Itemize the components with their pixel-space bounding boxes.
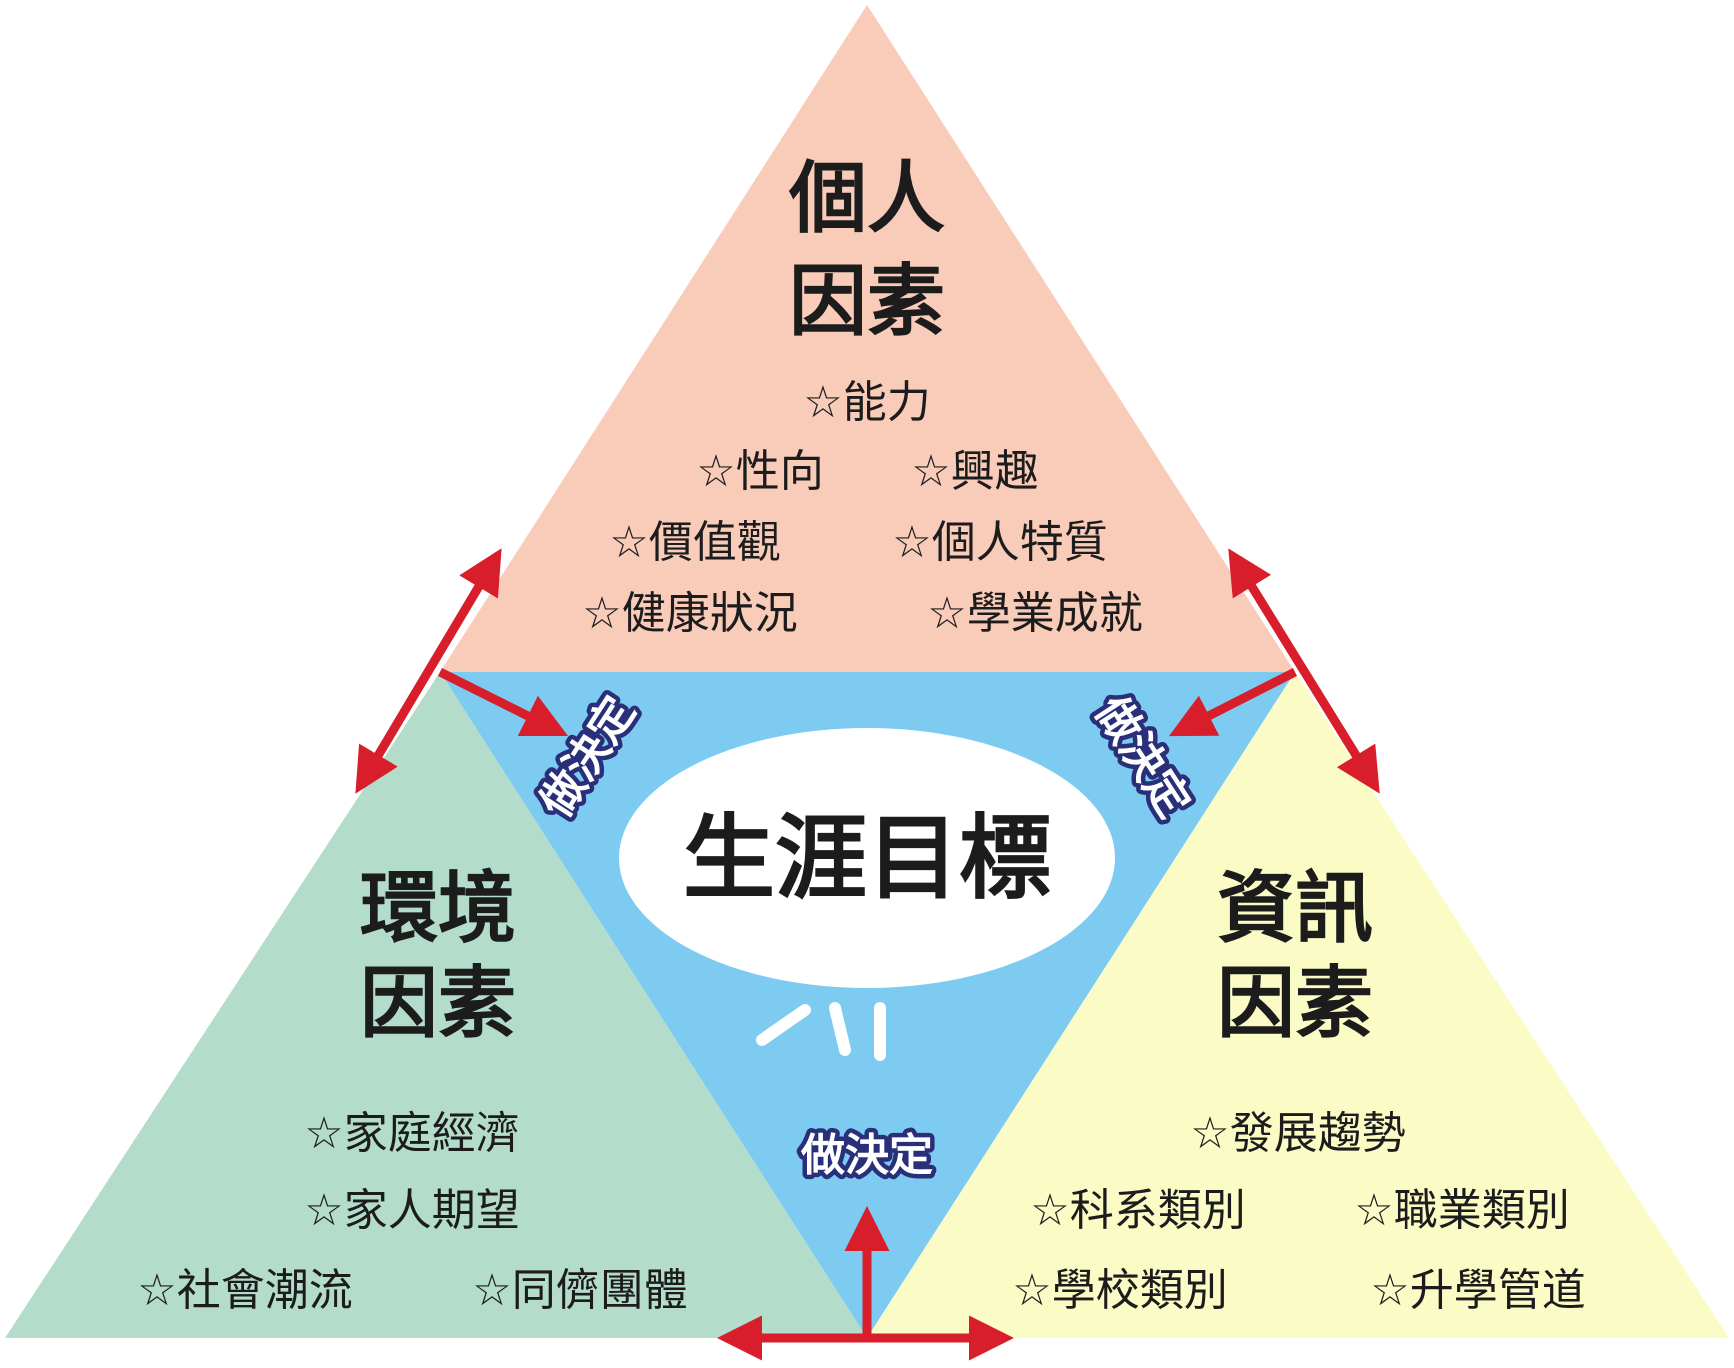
arrows — [355, 548, 1380, 1361]
personal-item-values: ☆價值觀 — [609, 517, 780, 568]
information-title-line1: 資訊 — [1217, 864, 1373, 954]
information-item-school-types: ☆學校類別 — [1012, 1265, 1227, 1316]
arrow-personal-information — [1228, 548, 1380, 794]
personal-item-aptitude: ☆性向 — [696, 446, 823, 497]
center-ellipse — [619, 728, 1115, 988]
decide-label-bottom: 做決定 — [800, 1130, 933, 1181]
arrow-right-to-center — [1168, 667, 1298, 737]
arrow-left-to-center — [437, 667, 569, 737]
personal-item-traits: ☆個人特質 — [892, 517, 1107, 568]
arrow-personal-environment — [355, 548, 502, 794]
information-title-line2: 因素 — [1217, 959, 1373, 1049]
personal-item-achievement: ☆學業成就 — [927, 588, 1142, 639]
emphasis-marks — [756, 1002, 886, 1061]
information-item-trends: ☆發展趨勢 — [1190, 1108, 1405, 1159]
information-triangle — [867, 672, 1729, 1338]
environment-item-social-trend: ☆社會潮流 — [137, 1265, 352, 1316]
personal-item-health: ☆健康狀況 — [582, 588, 797, 639]
environment-title-line1: 環境 — [360, 864, 516, 954]
environment-item-family-expectation: ☆家人期望 — [304, 1185, 519, 1236]
information-item-occupations: ☆職業類別 — [1354, 1185, 1569, 1236]
information-item-departments: ☆科系類別 — [1030, 1185, 1245, 1236]
personal-title-line1: 個人 — [788, 154, 945, 244]
center-label: 生涯目標 — [683, 805, 1051, 912]
environment-item-family-economy: ☆家庭經濟 — [304, 1108, 519, 1159]
personal-item-ability: ☆能力 — [803, 377, 930, 428]
personal-title-line2: 因素 — [789, 257, 945, 347]
personal-triangle — [440, 5, 1295, 672]
information-item-admission-channels: ☆升學管道 — [1370, 1265, 1585, 1316]
environment-item-peer-group: ☆同儕團體 — [472, 1265, 687, 1316]
personal-item-interest: ☆興趣 — [911, 446, 1038, 497]
environment-triangle — [5, 672, 867, 1338]
environment-title-line2: 因素 — [360, 959, 516, 1049]
